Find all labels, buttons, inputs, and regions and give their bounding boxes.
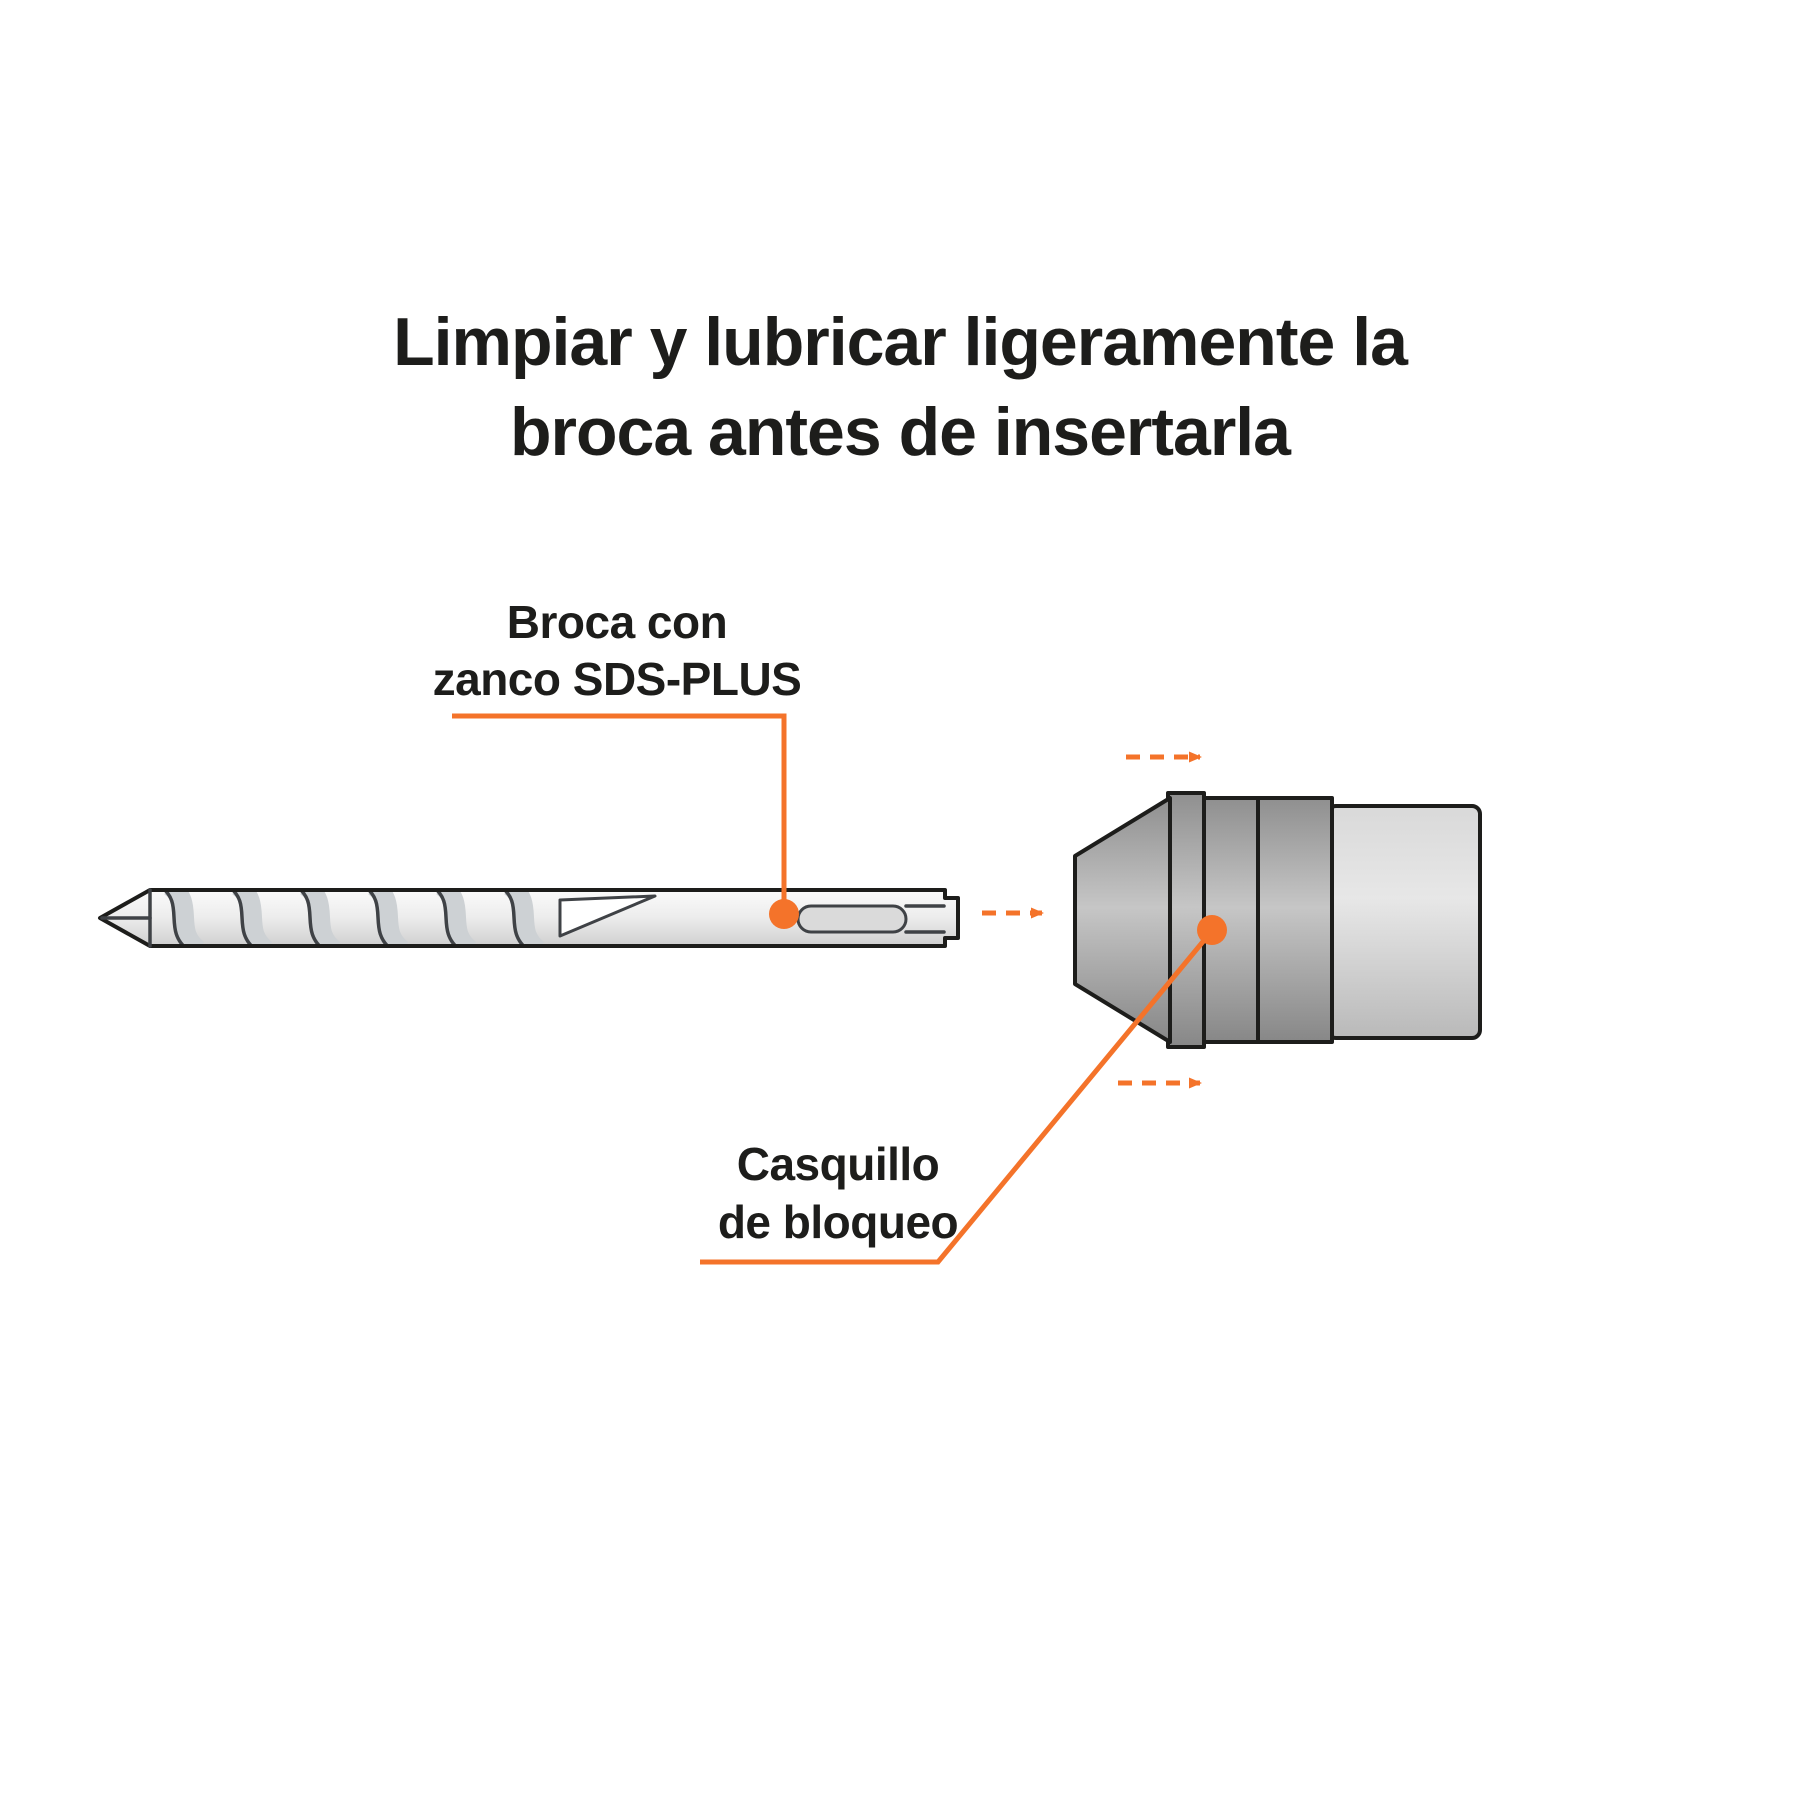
motion-arrows xyxy=(982,751,1202,1089)
bit-callout-dot xyxy=(769,899,799,929)
drill-flutes xyxy=(163,892,545,944)
sleeve-leader-line xyxy=(700,936,1208,1265)
sds-groove-slot xyxy=(796,904,908,934)
chuck-collar xyxy=(1166,791,1206,1049)
chuck-locking-sleeve-nose xyxy=(1073,796,1172,1044)
title-line-2: broca antes de insertarla xyxy=(510,394,1292,470)
bit-callout-line-1: Broca con xyxy=(507,596,727,648)
sleeve-callout-dot xyxy=(1197,915,1227,945)
chuck-illustration xyxy=(1073,791,1482,1049)
bit-callout-line-2: zanco SDS-PLUS xyxy=(433,653,802,705)
drill-bit-illustration xyxy=(98,888,960,948)
flute-runout xyxy=(558,894,657,938)
bit-callout: Broca con zanco SDS-PLUS xyxy=(433,596,802,929)
sleeve-callout-line-2: de bloqueo xyxy=(718,1196,958,1248)
page-title: Limpiar y lubricar ligeramente la broca … xyxy=(393,304,1410,470)
sleeve-callout: Casquillo de bloqueo xyxy=(700,915,1227,1265)
title-line-1: Limpiar y lubricar ligeramente la xyxy=(393,304,1409,380)
bit-leader-line xyxy=(452,713,787,910)
chuck-rear-cylinder xyxy=(1326,804,1482,1040)
sleeve-callout-line-1: Casquillo xyxy=(737,1138,940,1190)
